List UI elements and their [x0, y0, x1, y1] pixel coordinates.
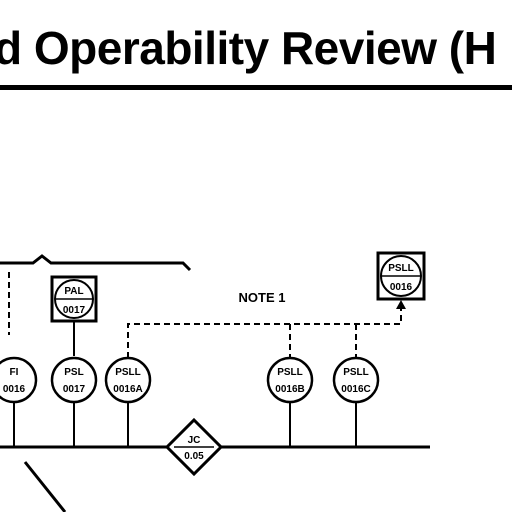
instrument-fi-0016[interactable]: FI 0016: [0, 356, 38, 404]
psl-0017-tag: PSL: [64, 367, 83, 378]
note-label: NOTE 1: [239, 290, 286, 305]
page-title: d Operability Review (H: [0, 22, 497, 74]
psll-0016-display[interactable]: PSLL 0016: [376, 251, 426, 301]
title-underline: [0, 85, 512, 90]
psl-0017-number: 0017: [63, 384, 86, 395]
pal-0017-tag: PAL: [64, 286, 83, 297]
psll-0016a-number: 0016A: [113, 384, 142, 395]
signal-bus-line: [127, 308, 402, 358]
fi-0016-number: 0016: [3, 384, 26, 395]
psll-0016a-tag: PSLL: [115, 367, 141, 378]
junction-box[interactable]: JC 0.05: [164, 417, 224, 477]
upper-process-line: [0, 254, 192, 272]
psll-0016-number: 0016: [390, 282, 413, 293]
psll-0016c-number: 0016C: [341, 384, 370, 395]
fi-0016-tag: FI: [10, 367, 19, 378]
instrument-psll-0016a[interactable]: PSLL 0016A: [104, 356, 152, 404]
pal-0017-number: 0017: [63, 305, 86, 316]
instrument-psl-0017[interactable]: PSL 0017: [50, 356, 98, 404]
pal-0017-display[interactable]: PAL 0017: [50, 275, 98, 323]
signal-arrow-icon: [396, 300, 406, 309]
psll-0016c-tag: PSLL: [343, 367, 369, 378]
psll-0016b-tag: PSLL: [277, 367, 303, 378]
junction-tag: JC: [188, 435, 201, 446]
psll-0016b-number: 0016B: [275, 384, 304, 395]
junction-number: 0.05: [184, 451, 204, 462]
psll-0016-tag: PSLL: [388, 263, 414, 274]
instrument-psll-0016b[interactable]: PSLL 0016B: [266, 356, 314, 404]
diagonal-line: [23, 461, 67, 512]
instrument-psll-0016c[interactable]: PSLL 0016C: [332, 356, 380, 404]
